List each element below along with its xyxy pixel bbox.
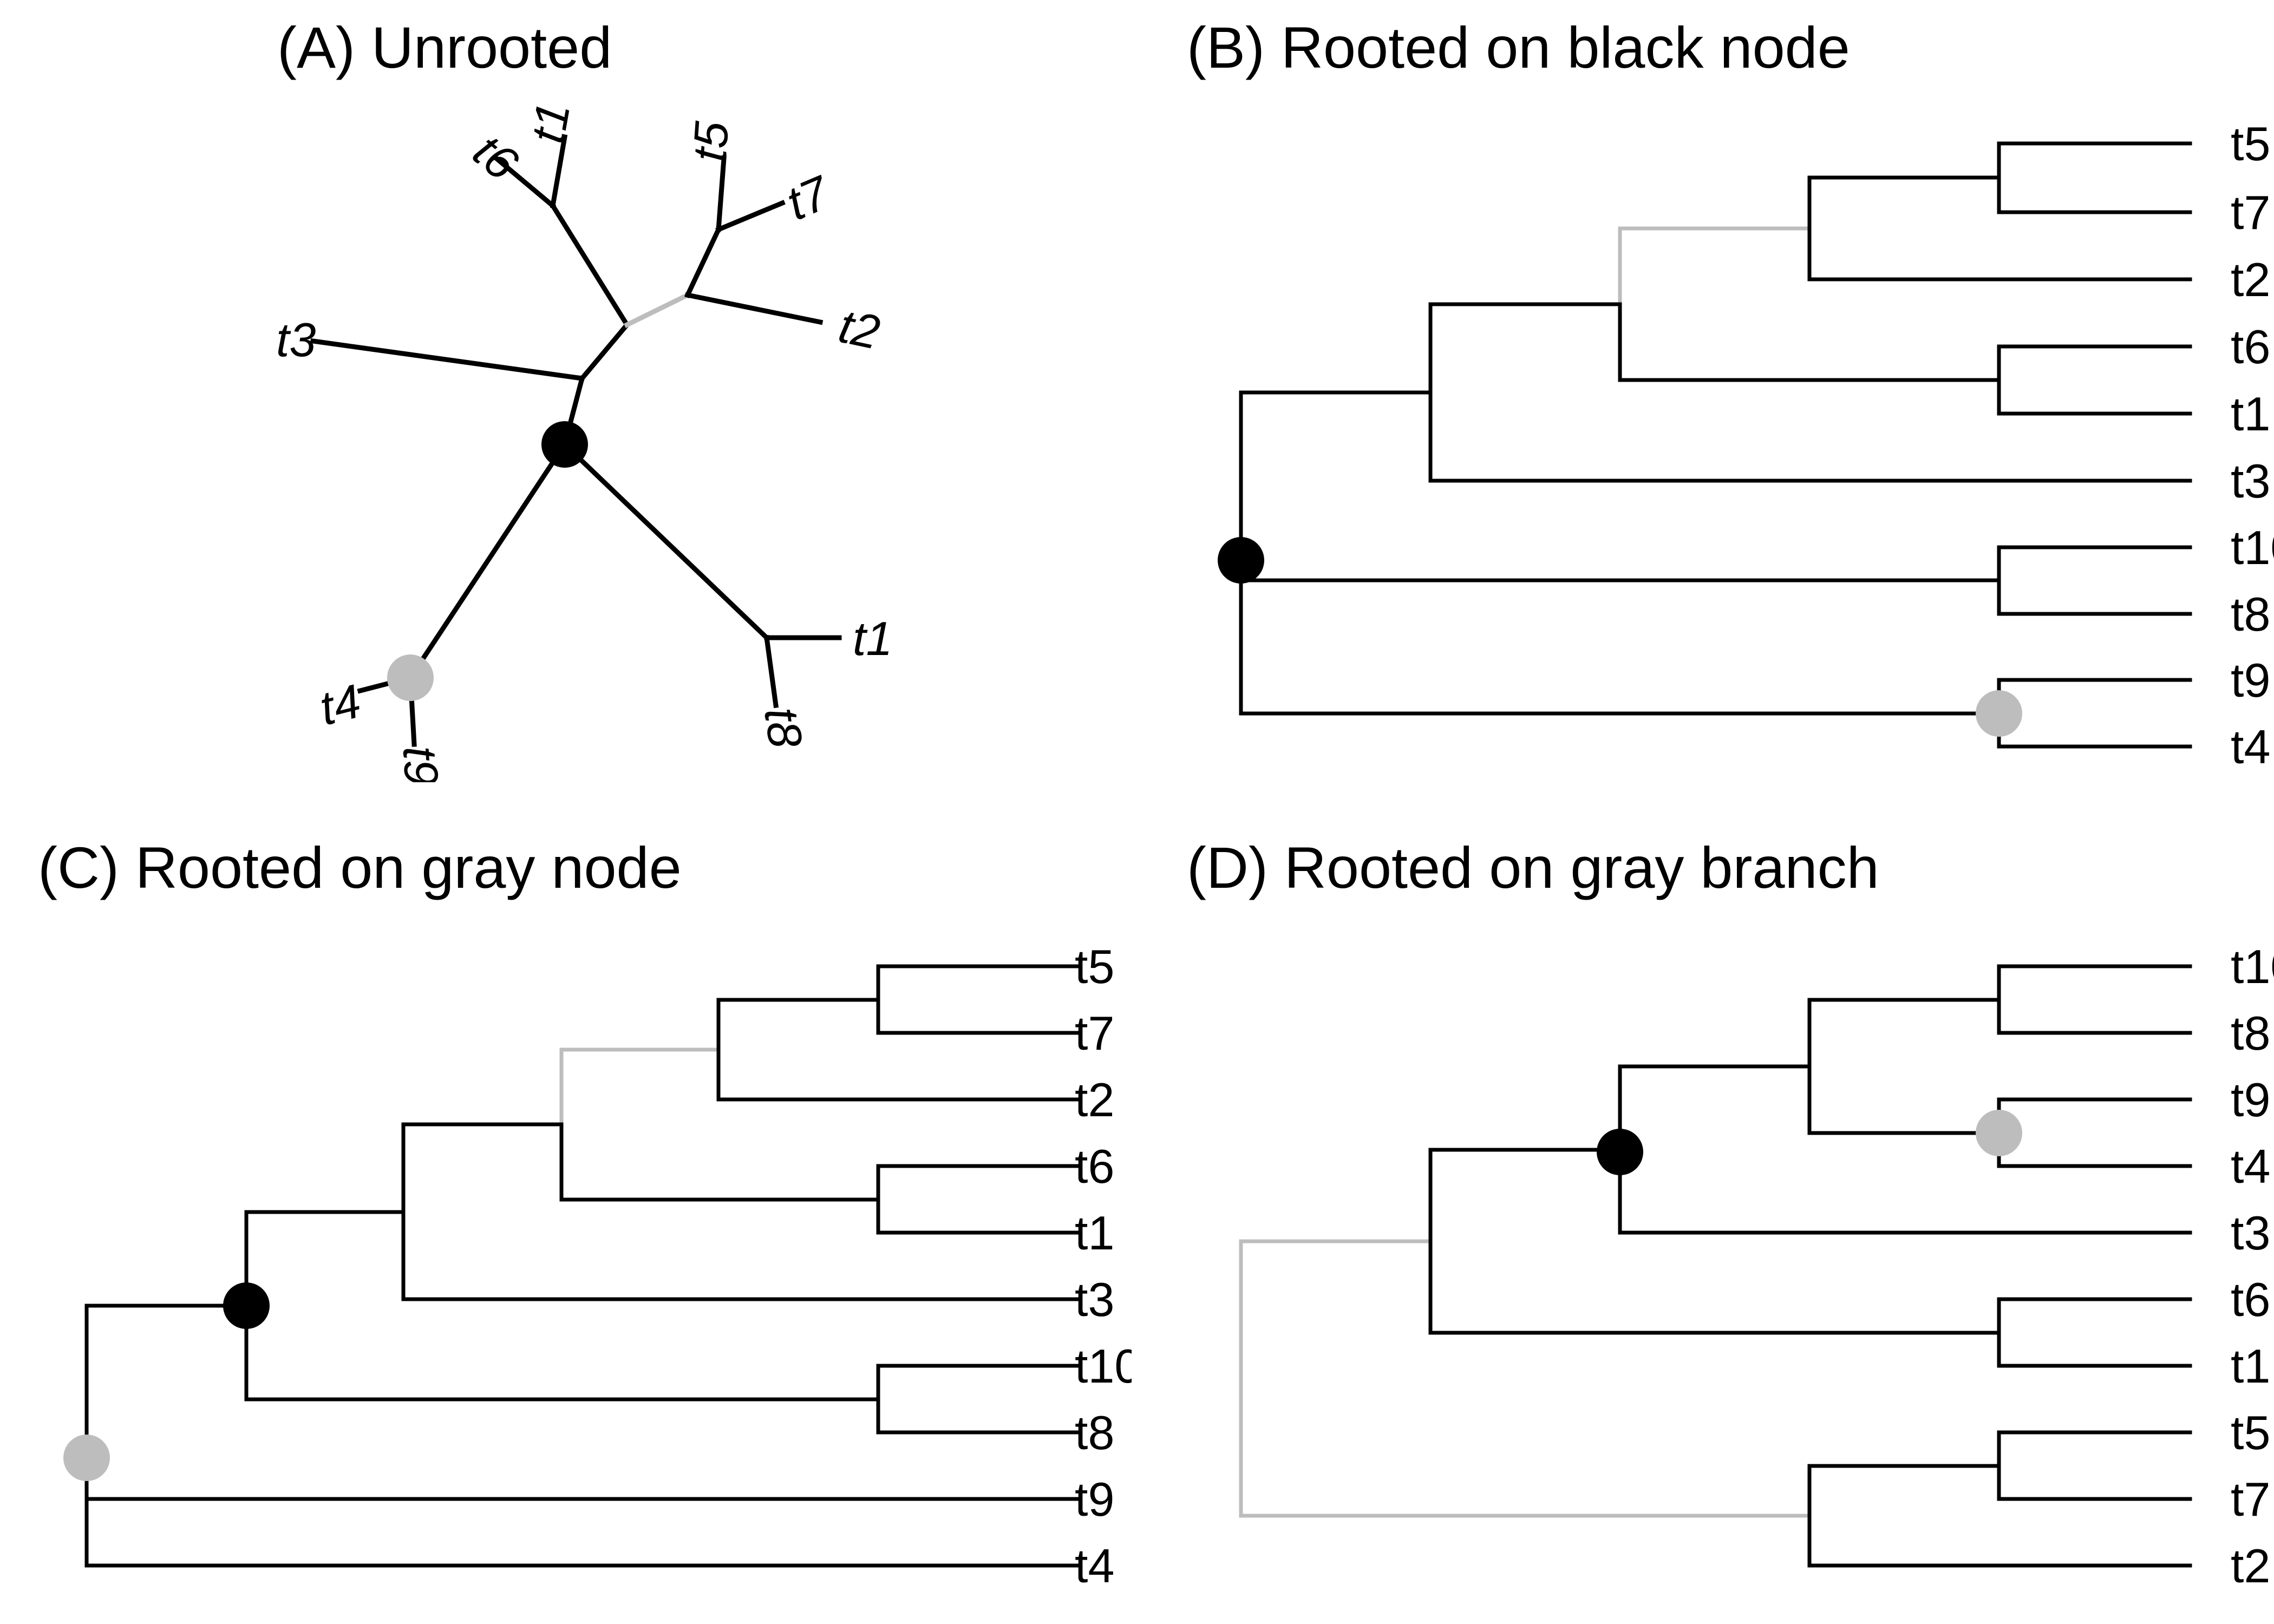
tip-label: t8 — [2231, 1006, 2270, 1060]
tip-label: t1 — [2231, 387, 2270, 441]
panel-c-title: (C) Rooted on gray node — [38, 835, 682, 900]
tip-label: t2 — [1075, 1073, 1114, 1127]
tip-label: t7 — [2231, 186, 2270, 239]
panel-c: (C) Rooted on gray node — [38, 835, 1141, 1593]
panel-a-title: (A) Unrooted — [277, 15, 612, 80]
tip-label: t3 — [2231, 454, 2270, 508]
tip-label: t7 — [2231, 1472, 2270, 1526]
tip-label: t9 — [2231, 1073, 2270, 1127]
tip-label: t2 — [834, 299, 884, 359]
edge — [561, 441, 770, 641]
tip-label: t9 — [2231, 653, 2270, 707]
tip-label: t3 — [2231, 1206, 2270, 1260]
black-node — [1218, 537, 1264, 584]
tip-label: t8 — [2231, 587, 2270, 641]
tip-label: t1 — [1075, 1206, 1114, 1260]
tip-label: t1 — [520, 99, 580, 147]
tip-label: t8 — [1075, 1406, 1114, 1459]
tip-label: t4 — [2231, 1140, 2270, 1193]
edge — [684, 292, 824, 325]
tip-label: t6 — [463, 124, 528, 191]
panel-b-title: (B) Rooted on black node — [1187, 15, 1850, 80]
tip-label: t2 — [2231, 253, 2270, 306]
tip-label: t3 — [276, 313, 316, 366]
gray-node — [63, 1435, 110, 1481]
edge — [578, 321, 631, 382]
tip-label: t1 — [853, 612, 892, 665]
tip-label: t6 — [1075, 1140, 1114, 1193]
tip-label: t4 — [315, 674, 366, 736]
edge — [763, 634, 779, 709]
gray-node — [1976, 1110, 2022, 1156]
tip-label: t9 — [393, 745, 449, 787]
tip-label: t10 — [2231, 521, 2274, 574]
panel-a: (A) Unrooted t6 t1 t5 t7 t2 — [276, 15, 892, 787]
edge — [716, 156, 727, 232]
panel-d-title: (D) Rooted on gray branch — [1187, 835, 1879, 900]
gray-node — [1976, 690, 2022, 737]
tip-label: t5 — [682, 119, 739, 163]
tip-label: t4 — [1075, 1539, 1114, 1593]
edge — [549, 202, 631, 329]
tip-label: t8 — [754, 704, 813, 751]
edge — [550, 134, 568, 209]
panel-d: (D) Rooted on gray branch — [1187, 835, 2274, 1593]
tip-label: t3 — [1075, 1273, 1114, 1326]
tip-label: t10 — [1075, 1339, 1141, 1393]
tip-label: t2 — [2231, 1539, 2270, 1593]
tip-label: t5 — [2231, 117, 2270, 171]
edge — [715, 200, 786, 233]
tip-label: t9 — [1075, 1472, 1114, 1526]
tip-label: t4 — [2231, 720, 2270, 774]
tip-label: t7 — [779, 165, 838, 230]
black-node — [541, 421, 588, 468]
gray-node — [387, 654, 434, 701]
tip-label: t1 — [2231, 1339, 2270, 1393]
edge — [310, 338, 585, 382]
tip-label: t5 — [1075, 940, 1114, 993]
tip-label: t7 — [1075, 1006, 1114, 1060]
black-node — [1597, 1129, 1643, 1175]
edge — [492, 154, 557, 209]
edge — [684, 226, 722, 298]
tip-label: t6 — [2231, 320, 2270, 374]
black-node — [223, 1282, 270, 1329]
tip-label: t5 — [2231, 1406, 2270, 1459]
gray-branch — [623, 291, 691, 329]
tip-label: t10 — [2231, 940, 2274, 993]
edge — [407, 441, 568, 682]
panel-b: (B) Rooted on black node — [1187, 15, 2274, 774]
tip-label: t6 — [2231, 1273, 2270, 1326]
